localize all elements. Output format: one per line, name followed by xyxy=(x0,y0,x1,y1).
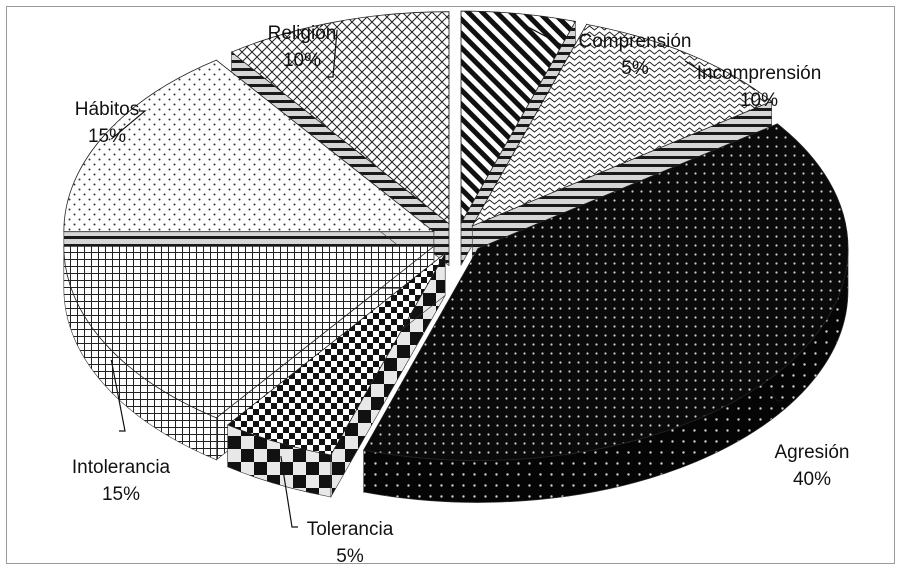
slice-label-3: Agresión xyxy=(775,442,850,463)
slice-label-5: Intolerancia xyxy=(72,457,171,478)
pie-slice-top-5 xyxy=(63,245,435,419)
slice-label-6: Hábitos xyxy=(75,99,139,120)
pie-slice-3 xyxy=(363,123,849,503)
slice-label-7: Religión xyxy=(268,23,337,44)
chart-frame: Comprensión 5% Incomprensión 10% Agresión 40%… xyxy=(6,6,895,565)
pie-slice-top-3 xyxy=(363,123,849,461)
slice-value-label-5: 15% xyxy=(102,484,140,505)
leader-line-5 xyxy=(110,359,126,432)
slice-value-label-2: 10% xyxy=(740,90,778,111)
leader-line-7 xyxy=(327,29,338,78)
pie-slice-top-7 xyxy=(230,11,450,225)
slice-value-label-4: 5% xyxy=(336,546,364,565)
leader-line-3 xyxy=(770,389,783,402)
leader-line-1 xyxy=(517,21,568,46)
pie-slice-top-1 xyxy=(460,10,577,225)
pie-slice-top-6 xyxy=(63,59,435,233)
pie-slice-top-4 xyxy=(226,253,446,456)
leader-line-4 xyxy=(280,456,298,528)
slice-label-4: Tolerancia xyxy=(307,519,394,540)
leader-line-2 xyxy=(684,60,716,78)
pie-slice-4 xyxy=(226,252,446,499)
leader-line-6 xyxy=(110,110,147,140)
slice-value-label-6: 15% xyxy=(88,126,126,147)
slice-value-label-3: 40% xyxy=(793,469,831,490)
pie-chart: Comprensión 5% Incomprensión 10% Agresión 40%… xyxy=(63,10,850,565)
slice-label-1: Comprensión xyxy=(579,31,692,52)
slice-value-label-7: 10% xyxy=(283,50,321,71)
slice-label-2: Incomprensión xyxy=(697,63,822,84)
slice-value-label-1: 5% xyxy=(621,58,649,79)
pie-slice-top-2 xyxy=(471,23,773,227)
